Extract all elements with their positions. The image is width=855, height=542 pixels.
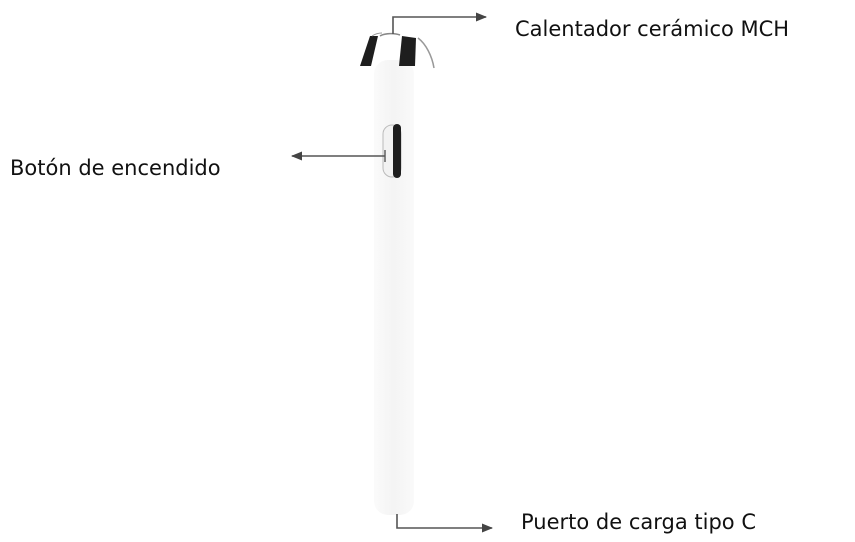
heater-label: Calentador cerámico MCH bbox=[515, 17, 790, 41]
charging-port-label: Puerto de carga tipo C bbox=[521, 510, 756, 534]
power-button-label: Botón de encendido bbox=[10, 156, 221, 180]
heater-leader-line bbox=[392, 12, 488, 34]
power-button-shape bbox=[382, 124, 402, 178]
ceramic-heater-tip bbox=[360, 32, 435, 69]
device-body bbox=[374, 60, 414, 515]
charging-port-leader-line bbox=[396, 514, 494, 533]
